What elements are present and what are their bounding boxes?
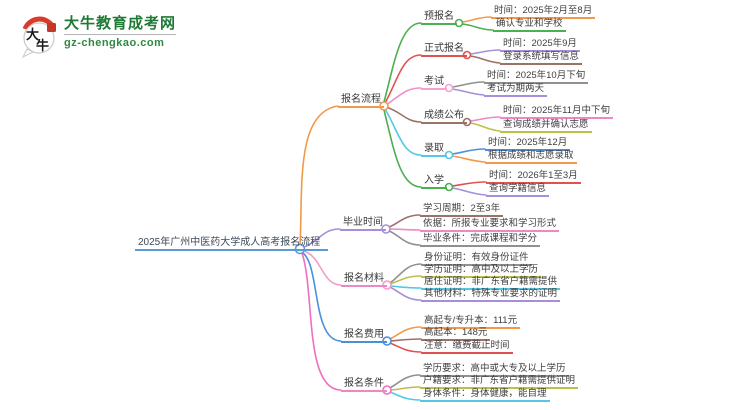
subnode-formal-registration[interactable]: 正式报名 bbox=[421, 43, 467, 57]
leaf-enrollment-time[interactable]: 时间：2026年1至3月 bbox=[486, 170, 581, 184]
leaf-residence-proof[interactable]: 居住证明：非广东省户籍需提供 bbox=[421, 276, 561, 290]
branch-registration-materials[interactable]: 报名材料 bbox=[341, 273, 387, 287]
site-logo-title: 大牛教育成考网 bbox=[64, 15, 177, 32]
leaf-score-release-time[interactable]: 时间：2025年11月中下旬 bbox=[500, 105, 613, 119]
leaf-identity-proof[interactable]: 身份证明：有效身份证件 bbox=[421, 252, 532, 266]
leaf-pre-registration-time[interactable]: 时间：2025年2月至8月 bbox=[491, 5, 596, 19]
leaf-enrollment-action[interactable]: 查询学籍信息 bbox=[486, 183, 550, 197]
leaf-other-materials[interactable]: 其他材料：特殊专业要求的证明 bbox=[421, 288, 561, 302]
subnode-exam[interactable]: 考试 bbox=[421, 76, 447, 90]
site-logo: 大 牛 大牛教育成考网 gz-chengkao.com bbox=[20, 12, 250, 58]
leaf-health-requirement[interactable]: 身体条件：身体健康，能自理 bbox=[420, 388, 550, 402]
leaf-admission-time[interactable]: 时间：2025年12月 bbox=[485, 137, 571, 151]
leaf-formal-registration-time[interactable]: 时间：2025年9月 bbox=[500, 38, 580, 52]
subnode-score-release[interactable]: 成绩公布 bbox=[421, 110, 467, 124]
subnode-pre-registration[interactable]: 预报名 bbox=[421, 11, 457, 25]
root-node[interactable]: 2025年广州中医药大学成人高考报名流程 bbox=[135, 237, 329, 251]
daniu-logo-icon: 大 牛 bbox=[21, 16, 56, 58]
branch-graduation-time[interactable]: 毕业时间 bbox=[340, 217, 386, 231]
leaf-fee-gaoqizhuan[interactable]: 高起专/专升本：111元 bbox=[421, 315, 521, 329]
leaf-score-release-action[interactable]: 查询成绩并确认志愿 bbox=[500, 119, 592, 133]
subnode-enrollment[interactable]: 入学 bbox=[421, 175, 447, 189]
leaf-education-proof[interactable]: 学历证明：高中及以上学历 bbox=[421, 264, 542, 278]
svg-text:大: 大 bbox=[26, 27, 39, 42]
branch-registration-process[interactable]: 报名流程 bbox=[338, 94, 384, 108]
leaf-admission-rule[interactable]: 根据成绩和志愿录取 bbox=[485, 150, 577, 164]
leaf-graduation-basis[interactable]: 依据：所报专业要求和学习形式 bbox=[420, 218, 560, 232]
branch-registration-fees[interactable]: 报名费用 bbox=[341, 329, 387, 343]
site-logo-domain: gz-chengkao.com bbox=[64, 34, 177, 49]
leaf-pre-registration-action[interactable]: 确认专业和学校 bbox=[493, 18, 566, 32]
leaf-formal-registration-action[interactable]: 登录系统填写信息 bbox=[500, 51, 583, 65]
branch-registration-conditions[interactable]: 报名条件 bbox=[341, 378, 387, 392]
leaf-household-requirement[interactable]: 户籍要求：非广东省户籍需提供证明 bbox=[420, 375, 579, 389]
leaf-fee-gaoqiben[interactable]: 高起本：148元 bbox=[421, 327, 491, 341]
leaf-exam-duration[interactable]: 考试为期两天 bbox=[484, 83, 548, 97]
leaf-study-period[interactable]: 学习周期：2至3年 bbox=[420, 203, 504, 217]
leaf-fee-deadline-note[interactable]: 注意：缴费截止时间 bbox=[421, 340, 513, 354]
subnode-admission[interactable]: 录取 bbox=[421, 143, 447, 157]
leaf-graduation-requirement[interactable]: 毕业条件：完成课程和学分 bbox=[420, 233, 541, 247]
leaf-exam-time[interactable]: 时间：2025年10月下旬 bbox=[484, 70, 589, 84]
svg-text:牛: 牛 bbox=[36, 38, 49, 53]
leaf-education-requirement[interactable]: 学历要求：高中或大专及以上学历 bbox=[420, 363, 569, 377]
